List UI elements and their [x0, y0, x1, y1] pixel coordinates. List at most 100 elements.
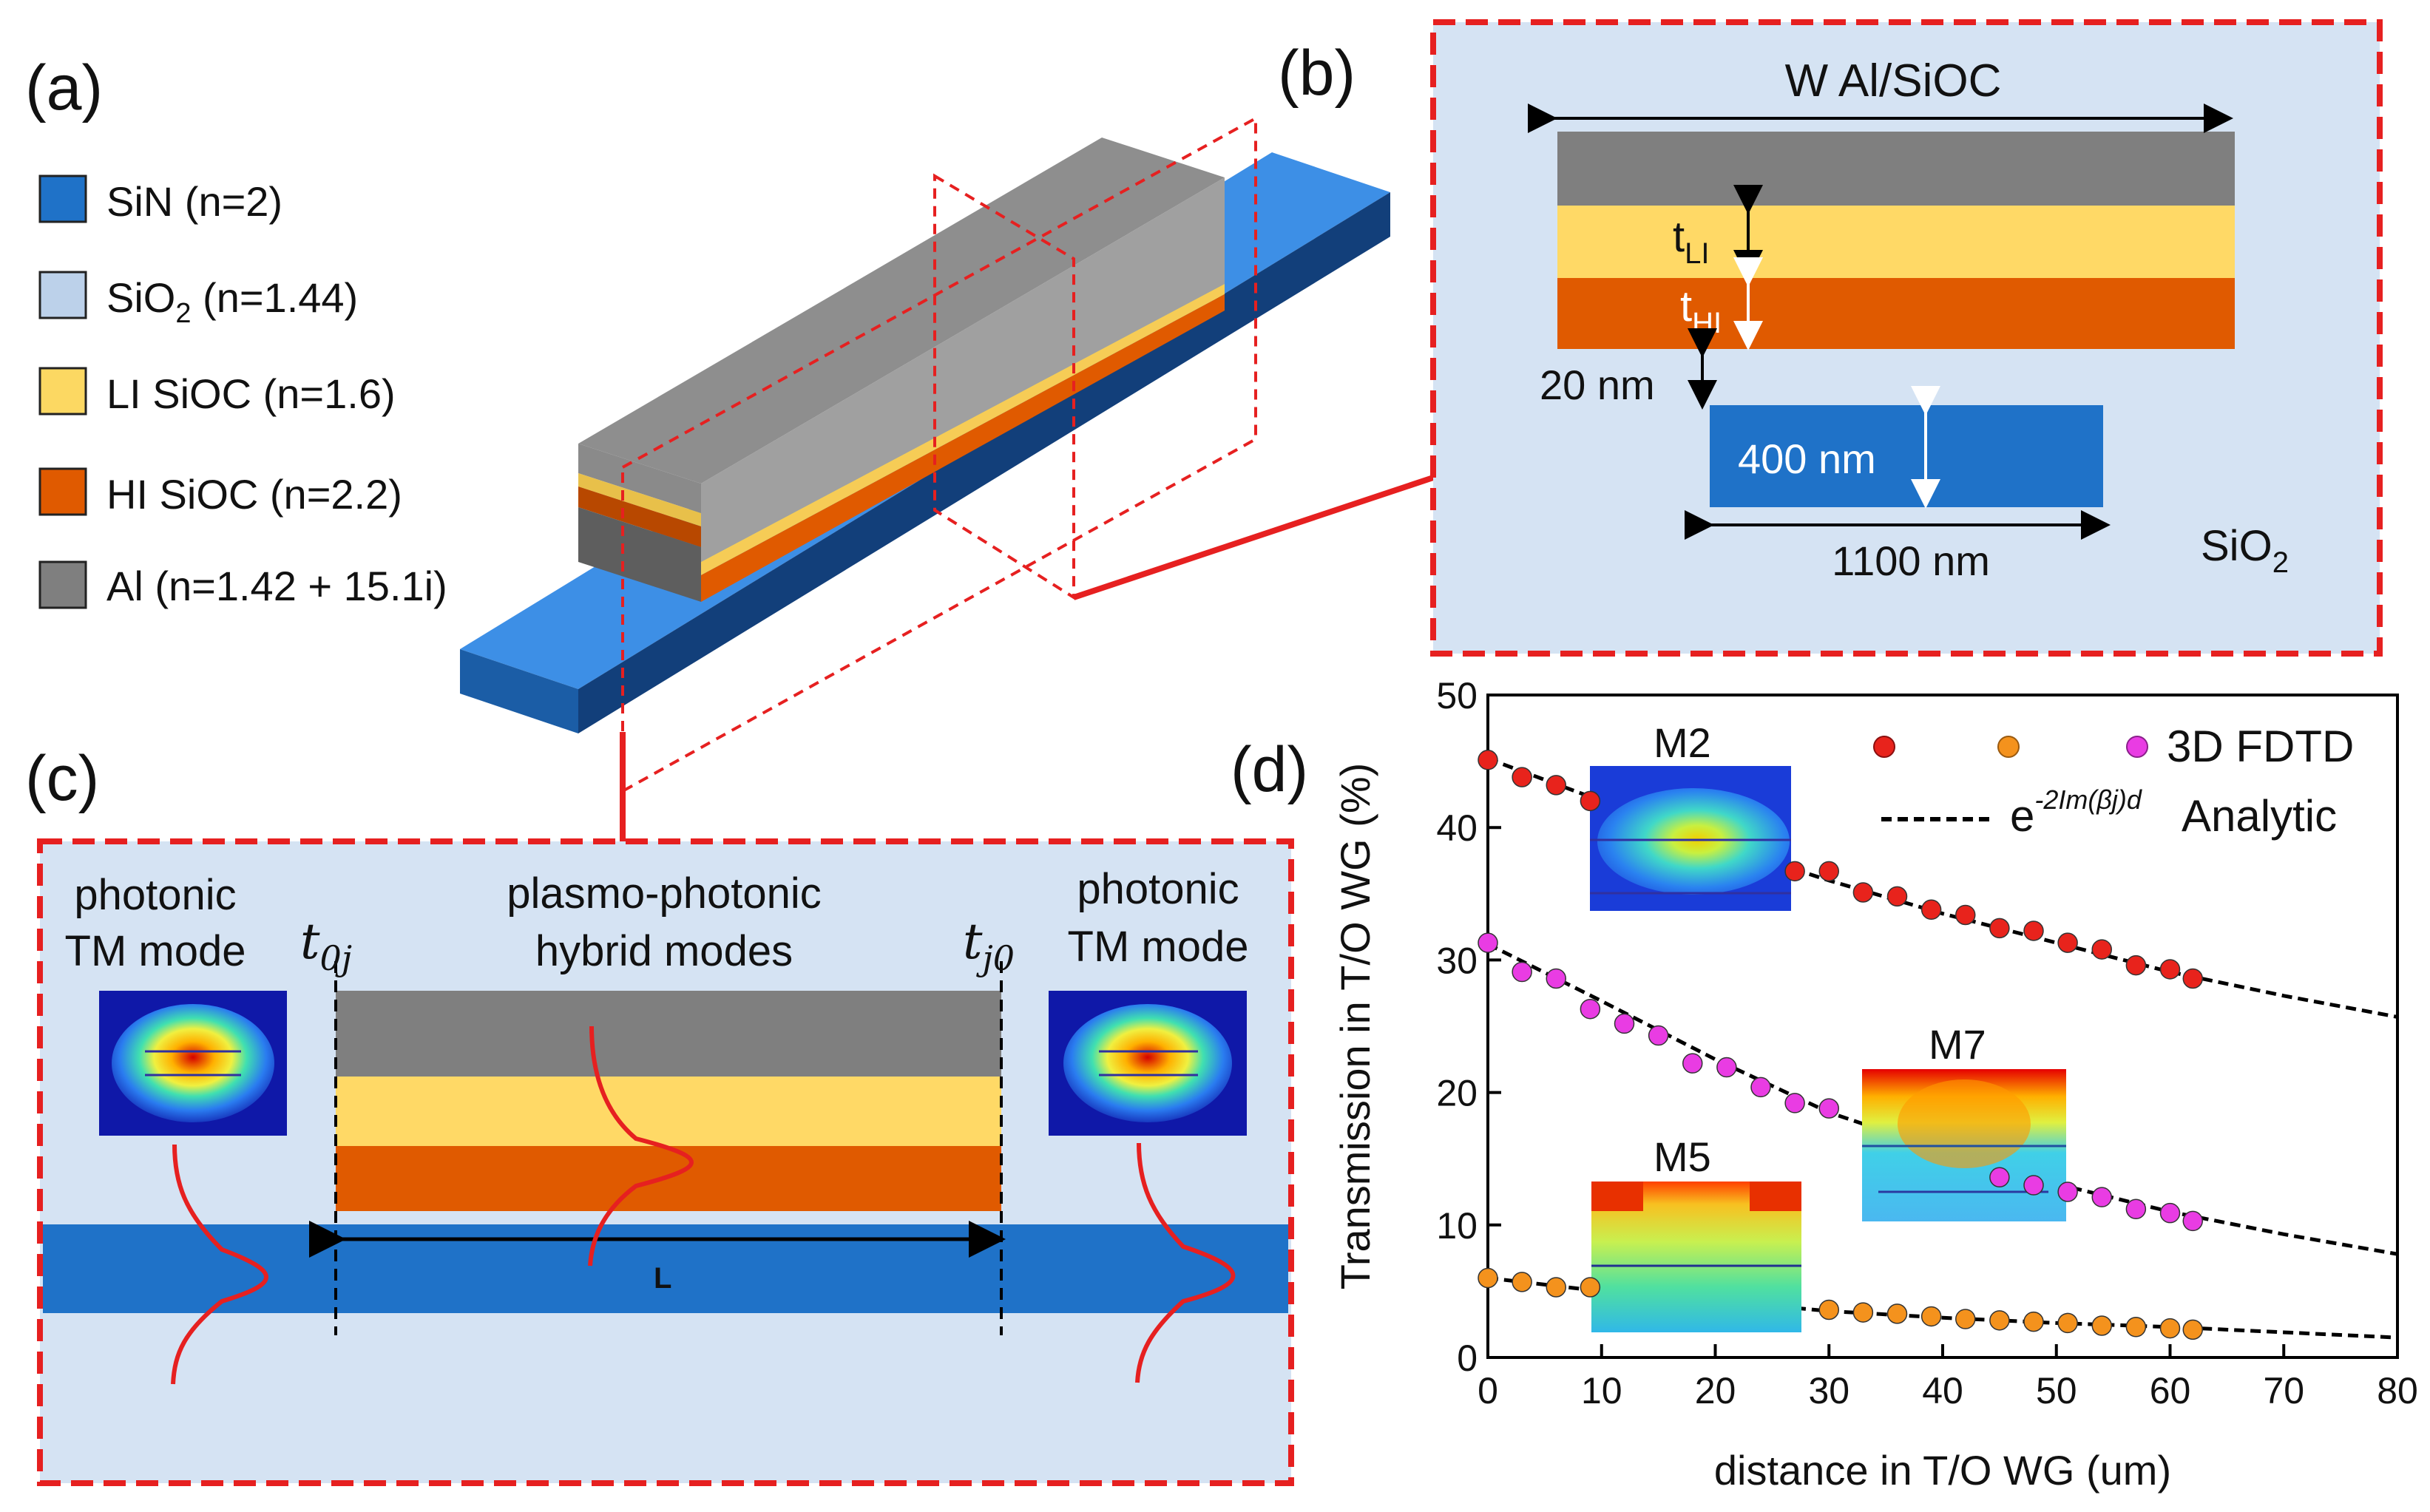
gap-label: 20 nm	[1540, 362, 1655, 408]
legend-analytic-label: Analytic	[2182, 791, 2337, 841]
wg-width-label: 1100 nm	[1832, 538, 1990, 584]
data-point-series-1	[2091, 1187, 2112, 1207]
legend-fdtd-label: 3D FDTD	[2167, 722, 2354, 771]
data-point-series-0	[2091, 939, 2112, 960]
right-mode-label-line1: photonic	[1077, 865, 1239, 913]
t0j-label: t0j	[300, 913, 352, 978]
data-point-series-2	[2091, 1315, 2112, 1336]
data-point-series-1	[1614, 1013, 1635, 1034]
legend-analytic-formula: e-2Im(βj)d	[2010, 784, 2142, 841]
data-point-series-2	[1920, 1306, 1942, 1327]
cladding-label: SiO2	[2201, 522, 2289, 579]
sin-waveguide-front	[460, 649, 578, 733]
right-mode-label-line2: TM mode	[1068, 923, 1249, 971]
li-sioc-layer-side	[336, 1077, 1001, 1146]
hi-sioc-front	[578, 487, 701, 547]
al-front	[578, 444, 701, 513]
data-point-series-0	[1886, 886, 1908, 907]
t-li-label: tLI	[1673, 213, 1709, 270]
data-point-series-1	[1648, 1025, 1669, 1046]
data-point-series-1	[2023, 1175, 2044, 1196]
left-mode-profile-image	[99, 991, 287, 1136]
data-point-series-0	[1580, 790, 1601, 812]
data-point-series-2	[1580, 1277, 1601, 1298]
legend-label-li-sioc: LI SiOC (n=1.6)	[106, 370, 396, 417]
data-point-series-0	[1784, 861, 1805, 882]
inset-m2: M2	[1590, 719, 1791, 911]
data-point-series-0	[2182, 968, 2203, 989]
y-tick-label: 30	[1436, 940, 1478, 981]
hi-sioc-layer	[1557, 278, 2235, 349]
data-point-series-1	[1750, 1077, 1771, 1098]
data-point-series-2	[1852, 1302, 1874, 1323]
li-sioc-layer	[1557, 206, 2235, 278]
fit-line-0	[1487, 756, 2398, 1019]
legend-label-al: Al (n=1.42 + 15.1i)	[106, 563, 447, 609]
panel-label-c: (c)	[25, 743, 99, 814]
material-legend: SiN (n=2) SiO2 (n=1.44) LI SiOC (n=1.6) …	[38, 174, 447, 609]
legend-label-hi-sioc: HI SiOC (n=2.2)	[106, 471, 402, 518]
sin-core	[1710, 405, 2103, 507]
inset-m5-label: M5	[1654, 1133, 1711, 1180]
legend-label-sio2: SiO2 (n=1.44)	[106, 274, 358, 329]
x-tick-label: 80	[2377, 1370, 2418, 1411]
legend-swatch-hi-sioc	[38, 467, 87, 516]
x-tick-label: 50	[2036, 1370, 2077, 1411]
panel-c-side-view: L photonic TM mode photonic TM mode plas…	[37, 838, 1294, 1486]
data-point-series-2	[1886, 1303, 1908, 1324]
left-mode-label-line2: TM mode	[65, 927, 246, 975]
inset-m7: M7	[1862, 1021, 2066, 1221]
x-tick-label: 30	[1808, 1370, 1849, 1411]
x-tick-label: 40	[1922, 1370, 1963, 1411]
data-point-series-0	[2057, 932, 2078, 953]
y-axis-title: Transmission in T/O WG (%)	[1332, 763, 1378, 1290]
data-point-series-2	[2023, 1311, 2044, 1332]
x-tick-label: 20	[1695, 1370, 1736, 1411]
legend-label-sin: SiN (n=2)	[106, 178, 282, 225]
fit-line-1	[1486, 942, 2398, 1256]
width-label: W Al/SiOC	[1785, 55, 2002, 106]
data-point-series-1	[1580, 998, 1601, 1020]
data-point-series-0	[1920, 899, 1942, 921]
y-tick-label: 10	[1436, 1205, 1478, 1247]
data-point-series-0	[2125, 955, 2147, 976]
data-point-series-2	[1546, 1277, 1566, 1298]
data-point-series-2	[1818, 1299, 1839, 1321]
al-side	[701, 177, 1225, 562]
inset-m7-label: M7	[1929, 1021, 1986, 1068]
panel-label-a: (a)	[25, 52, 103, 123]
data-point-series-2	[1989, 1310, 2010, 1331]
legend-swatch-sin	[38, 174, 87, 223]
panel-label-b: (b)	[1278, 38, 1356, 109]
data-point-series-0	[1955, 904, 1976, 926]
panel-b-cross-section: W Al/SiOC tLI tHI 20 nm 400 nm 1100 nm S…	[1430, 19, 2383, 657]
data-point-series-1	[2057, 1182, 2078, 1202]
data-point-series-0	[1989, 918, 2010, 939]
length-label: L	[654, 1262, 671, 1295]
data-point-series-1	[1512, 961, 1532, 983]
data-point-series-1	[2125, 1199, 2147, 1220]
legend-marker-magenta	[2126, 736, 2148, 758]
data-point-series-1	[1784, 1093, 1805, 1113]
li-sioc-side	[701, 284, 1225, 575]
y-tick-label: 20	[1436, 1073, 1478, 1114]
y-tick-label: 0	[1457, 1338, 1478, 1379]
data-point-series-2	[1478, 1267, 1498, 1289]
x-tick-label: 60	[2150, 1370, 2191, 1411]
legend-marker-red	[1873, 736, 1895, 758]
legend-marker-orange	[1997, 736, 2020, 758]
hybrid-field-profile-curve	[588, 1025, 694, 1267]
x-axis-title: distance in T/O WG (um)	[1714, 1447, 2171, 1494]
data-point-series-2	[2125, 1317, 2147, 1338]
connector-to-b	[1072, 475, 1435, 600]
tj0-label: tj0	[963, 913, 1015, 978]
left-field-profile-curve	[171, 1144, 268, 1385]
data-point-series-1	[2182, 1210, 2203, 1232]
device-3d-schematic	[460, 115, 1390, 794]
data-point-series-0	[1818, 861, 1839, 882]
hi-sioc-side	[701, 294, 1225, 602]
panel-label-d: (d)	[1231, 734, 1308, 805]
